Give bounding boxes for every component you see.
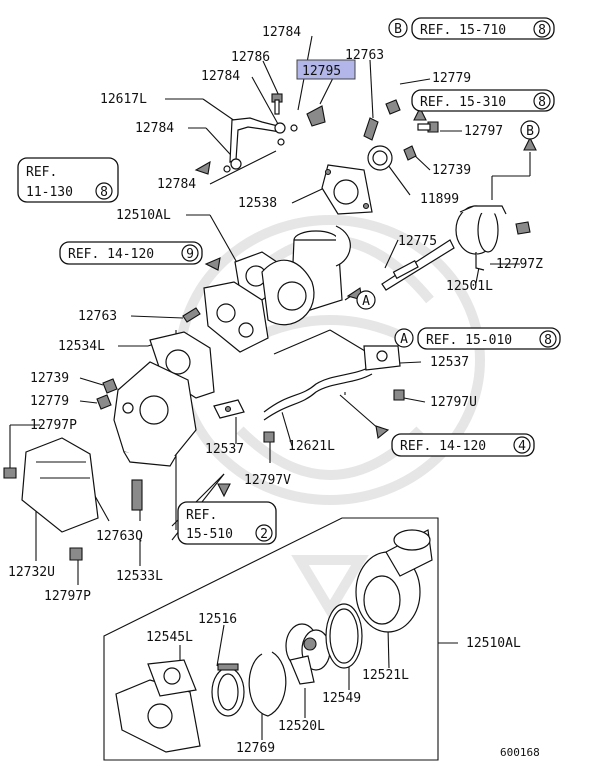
part-label-12763[interactable]: 12763 (78, 309, 117, 324)
part-label-12797u[interactable]: 12797U (430, 395, 477, 410)
o-ring-12549 (325, 603, 363, 669)
part-label-12763[interactable]: 12763 (345, 48, 384, 63)
svg-text:REF. 14-120: REF. 14-120 (400, 439, 486, 454)
part-label-12501l[interactable]: 12501L (446, 279, 493, 294)
turbocharger-assembly (203, 225, 351, 353)
part-label-12779[interactable]: 12779 (432, 71, 471, 86)
ref-box-11-130[interactable]: REF. 11-130 8 (17, 157, 119, 203)
part-label-12797[interactable]: 12797 (464, 124, 503, 139)
clamp-12516 (211, 663, 245, 717)
part-label-12779[interactable]: 12779 (30, 394, 69, 409)
part-label-12797v[interactable]: 12797V (244, 473, 291, 488)
small-fasteners-left (3, 378, 134, 479)
diagram-id: 600168 (500, 746, 540, 759)
stud-12763q (131, 479, 143, 511)
part-label-12769[interactable]: 12769 (236, 741, 275, 756)
part-label-12763q[interactable]: 12763Q (96, 529, 143, 544)
part-label-12621l[interactable]: 12621L (288, 439, 335, 454)
ref-box-15-010[interactable]: A REF. 15-010 8 (394, 327, 561, 350)
svg-text:A: A (362, 294, 370, 309)
upper-fittings (363, 99, 439, 171)
highlight-label: 12795 (302, 64, 341, 79)
part-label-12520l[interactable]: 12520L (278, 719, 325, 734)
compressor-housing-12521l (355, 529, 433, 633)
svg-text:B: B (526, 124, 534, 139)
part-label-12510al[interactable]: 12510AL (466, 636, 521, 651)
ref-box-15-710[interactable]: B REF. 15-710 8 (388, 17, 555, 40)
part-label-12784[interactable]: 12784 (262, 25, 301, 40)
highlight-box (296, 59, 356, 80)
svg-text:8: 8 (538, 95, 546, 110)
part-label-12732u[interactable]: 12732U (8, 565, 55, 580)
part-label-12545l[interactable]: 12545L (146, 630, 193, 645)
cartridge-12520l (285, 623, 331, 685)
oil-feed-assembly (223, 93, 326, 173)
part-label-12775[interactable]: 12775 (398, 234, 437, 249)
marker-b-top: B (520, 120, 540, 140)
part-label-12549[interactable]: 12549 (322, 691, 361, 706)
leader-lines (9, 35, 531, 740)
svg-text:8: 8 (100, 185, 108, 200)
part-label-12784[interactable]: 12784 (157, 177, 196, 192)
part-label-12739[interactable]: 12739 (30, 371, 69, 386)
snap-ring-12769 (248, 651, 287, 717)
part-label-12516[interactable]: 12516 (198, 612, 237, 627)
exploded-view-frame (103, 517, 439, 761)
svg-text:4: 4 (518, 439, 526, 454)
svg-text:15-510: 15-510 (186, 527, 233, 542)
part-label-11899[interactable]: 11899 (420, 192, 459, 207)
svg-text:11-130: 11-130 (26, 185, 73, 200)
part-label-12538[interactable]: 12538 (238, 196, 277, 211)
part-label-12739[interactable]: 12739 (432, 163, 471, 178)
part-label-12797p[interactable]: 12797P (30, 418, 77, 433)
part-label-12521l[interactable]: 12521L (362, 668, 409, 683)
part-label-12537[interactable]: 12537 (430, 355, 469, 370)
part-label-12786[interactable]: 12786 (231, 50, 270, 65)
svg-text:8: 8 (544, 333, 552, 348)
ref-box-15-310[interactable]: REF. 15-310 8 (411, 89, 555, 112)
gasket-12538 (321, 164, 373, 215)
part-labels: 12784 12786 12763 12784 12779 12617L 127… (8, 25, 543, 756)
svg-text:A: A (400, 332, 408, 347)
part-label-12797z[interactable]: 12797Z (496, 257, 543, 272)
marker-a-mid: A (356, 290, 376, 310)
svg-text:REF.: REF. (26, 165, 57, 180)
wastegate-actuator-12501l (381, 205, 531, 291)
oil-return-pipe-12621l (213, 345, 405, 443)
exhaust-elbow (113, 331, 215, 467)
svg-text:REF. 15-010: REF. 15-010 (426, 333, 512, 348)
stud-12763 (182, 307, 201, 323)
ref-box-14-120-upper[interactable]: REF. 14-120 9 (59, 241, 203, 265)
part-label-12533l[interactable]: 12533L (116, 569, 163, 584)
svg-text:REF. 15-310: REF. 15-310 (420, 95, 506, 110)
svg-text:9: 9 (186, 247, 194, 262)
direction-arrows (194, 106, 537, 498)
svg-text:B: B (394, 22, 402, 37)
svg-text:REF. 15-710: REF. 15-710 (420, 23, 506, 38)
part-label-12617l[interactable]: 12617L (100, 92, 147, 107)
part-label-12784[interactable]: 12784 (201, 69, 240, 84)
part-label-12537[interactable]: 12537 (205, 442, 244, 457)
turbine-housing-12545l (115, 659, 201, 753)
svg-text:2: 2 (260, 527, 268, 542)
part-label-12534l[interactable]: 12534L (58, 339, 105, 354)
svg-text:REF.: REF. (186, 508, 217, 523)
highlighted-part-12795[interactable]: 12795 (296, 59, 356, 80)
part-label-12797p[interactable]: 12797P (44, 589, 91, 604)
ref-box-15-510[interactable]: REF. 15-510 2 (177, 501, 277, 545)
heat-shield-12732u (21, 437, 99, 561)
part-label-12784[interactable]: 12784 (135, 121, 174, 136)
svg-text:REF. 14-120: REF. 14-120 (68, 247, 154, 262)
svg-text:8: 8 (538, 23, 546, 38)
part-label-12510al[interactable]: 12510AL (116, 208, 171, 223)
ref-box-14-120-lower[interactable]: REF. 14-120 4 (391, 433, 535, 457)
